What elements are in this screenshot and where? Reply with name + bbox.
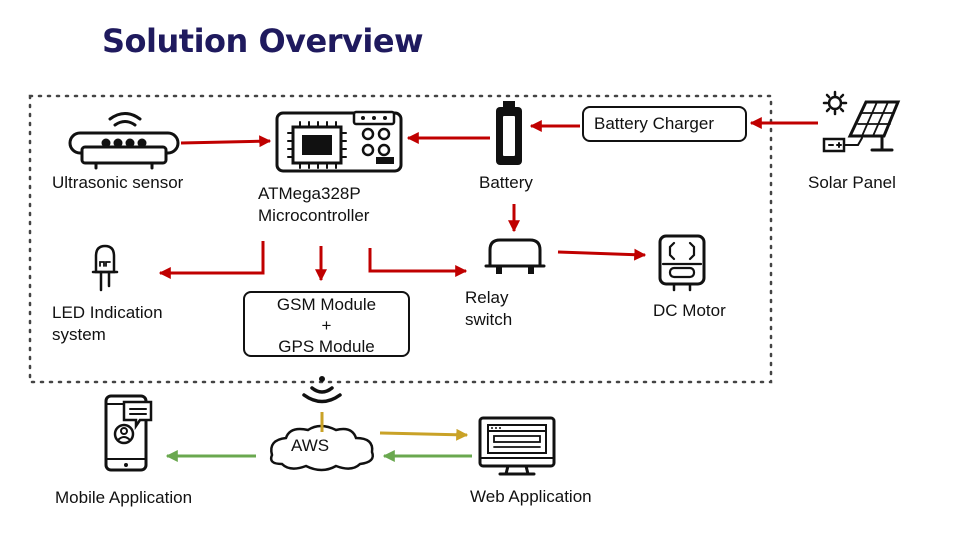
gsm-label: GSM Module bbox=[276, 295, 377, 314]
aws-label: AWS bbox=[291, 436, 330, 455]
page-title: Solution Overview bbox=[102, 22, 424, 60]
gps-label: GPS Module bbox=[278, 337, 375, 356]
led-label-line1: LED Indication bbox=[52, 303, 163, 322]
relay-label-line2: switch bbox=[465, 310, 513, 329]
ultrasonic-sensor-label: Ultrasonic sensor bbox=[52, 173, 184, 192]
microcontroller-label-line1: ATMega328P bbox=[258, 184, 361, 203]
battery-charger-box: Battery Charger bbox=[582, 106, 747, 142]
cloud-icon bbox=[269, 424, 374, 472]
solar-panel-label: Solar Panel bbox=[808, 173, 896, 192]
relay-icon bbox=[484, 238, 546, 274]
solar-panel-icon bbox=[822, 90, 901, 153]
dc-motor-label: DC Motor bbox=[653, 301, 726, 320]
arrow-mcu-to-led bbox=[158, 241, 265, 279]
system-boundary bbox=[28, 94, 773, 384]
dc-motor-icon bbox=[658, 234, 706, 292]
web-app-label: Web Application bbox=[470, 487, 592, 506]
wireless-signal-icon bbox=[302, 376, 342, 404]
battery-label: Battery bbox=[479, 173, 533, 192]
gsm-plus-label: + bbox=[321, 316, 332, 335]
battery-icon bbox=[496, 101, 522, 165]
mobile-phone-icon bbox=[104, 394, 153, 472]
mobile-app-label: Mobile Application bbox=[55, 488, 193, 507]
led-label-line2: system bbox=[52, 325, 106, 344]
web-monitor-icon bbox=[478, 416, 556, 476]
arrow-mcu-to-relay bbox=[368, 248, 468, 277]
arrow-relay-to-motor bbox=[557, 248, 647, 261]
microcontroller-label-line2: Microcontroller bbox=[258, 206, 370, 225]
gsm-gps-module-box: GSM Module + GPS Module bbox=[243, 291, 410, 357]
microcontroller-icon bbox=[275, 110, 403, 173]
led-icon bbox=[91, 244, 119, 292]
ultrasonic-sensor-icon bbox=[68, 112, 180, 170]
arrow-sensor-to-mcu bbox=[180, 135, 272, 148]
arrow-aws-to-web bbox=[379, 428, 469, 441]
relay-label-line1: Relay bbox=[465, 288, 509, 307]
